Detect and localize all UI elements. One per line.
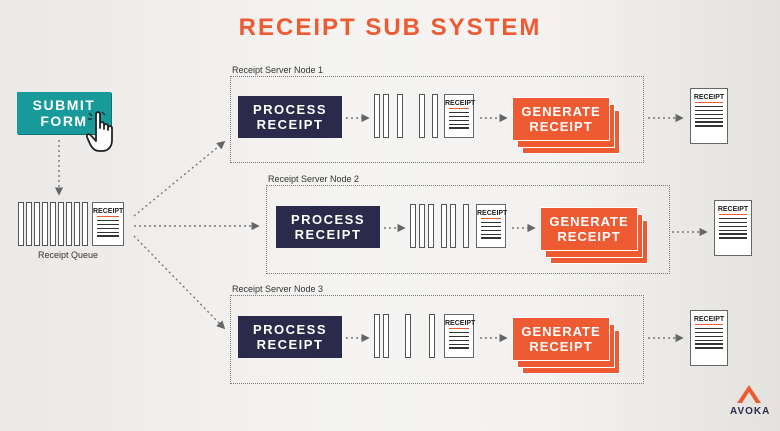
process-line2: RECEIPT	[256, 117, 324, 132]
queue-bar	[419, 94, 425, 138]
queue-bar	[58, 202, 64, 246]
queue-bar	[410, 204, 416, 248]
receipt-label: RECEIPT	[93, 208, 124, 215]
queue-bar	[405, 314, 411, 358]
queue-bar	[66, 202, 72, 246]
generate-line2: RECEIPT	[557, 229, 621, 244]
queue-bar	[397, 94, 403, 138]
receipt-label: RECEIPT	[477, 210, 508, 217]
process-line2: RECEIPT	[294, 227, 362, 242]
queue-bar	[429, 314, 435, 358]
generate-line1: GENERATE	[549, 214, 629, 229]
receipt-icon: RECEIPT	[690, 310, 728, 366]
receipt-label: RECEIPT	[693, 316, 725, 323]
queue-bar	[428, 204, 434, 248]
receipt-label: RECEIPT	[693, 94, 725, 101]
process-line1: PROCESS	[252, 322, 328, 337]
queue-bar	[383, 314, 389, 358]
generate-line1: GENERATE	[521, 104, 601, 119]
process-line1: PROCESS	[252, 102, 328, 117]
queue-bar	[419, 204, 425, 248]
queue-bar	[82, 202, 88, 246]
node-label: Receipt Server Node 1	[232, 65, 324, 75]
queue-bar	[50, 202, 56, 246]
hand-cursor-icon	[86, 111, 113, 152]
queue-bar	[26, 202, 32, 246]
server-node-1	[230, 76, 644, 163]
queue-bar	[74, 202, 80, 246]
receipt-icon: RECEIPT	[690, 88, 728, 144]
diagram-title: RECEIPT SUB SYSTEM	[238, 14, 542, 41]
node-label: Receipt Server Node 2	[268, 174, 360, 184]
receipt-label: RECEIPT	[445, 320, 476, 327]
generate-line2: RECEIPT	[529, 339, 593, 354]
receipt-icon: RECEIPT	[476, 204, 508, 248]
receipt-icon: RECEIPT	[444, 314, 476, 358]
server-node-3	[230, 295, 644, 384]
receipt-icon: RECEIPT	[714, 200, 752, 256]
process-line1: PROCESS	[290, 212, 366, 227]
queue-bar	[441, 204, 447, 248]
receipt-icon: RECEIPT	[444, 94, 476, 138]
queue-bar	[374, 314, 380, 358]
queue-bar	[383, 94, 389, 138]
queue-bar	[374, 94, 380, 138]
queue-bar	[432, 94, 438, 138]
avoka-logo-icon	[737, 385, 761, 403]
queue-bar	[450, 204, 456, 248]
receipt-queue: RECEIPT	[18, 202, 128, 246]
process-line2: RECEIPT	[256, 337, 324, 352]
receipt-label: RECEIPT	[445, 100, 476, 107]
arrow-queue-to-node1	[133, 140, 226, 217]
submit-form-line1: SUBMIT	[32, 97, 96, 113]
receipt-icon: RECEIPT	[92, 202, 124, 246]
queue-bar	[34, 202, 40, 246]
generate-line2: RECEIPT	[529, 119, 593, 134]
queue-bar	[18, 202, 24, 246]
node-label: Receipt Server Node 3	[232, 284, 324, 294]
receipt-label: RECEIPT	[717, 206, 749, 213]
receipt-queue-label: Receipt Queue	[38, 250, 99, 260]
generate-line1: GENERATE	[521, 324, 601, 339]
avoka-logo-text: AVOKA	[730, 406, 771, 417]
queue-bar	[42, 202, 48, 246]
server-node-2	[266, 185, 670, 274]
queue-bar	[463, 204, 469, 248]
arrow-queue-to-node3	[133, 235, 226, 330]
submit-form-line2: FORM	[40, 113, 88, 129]
